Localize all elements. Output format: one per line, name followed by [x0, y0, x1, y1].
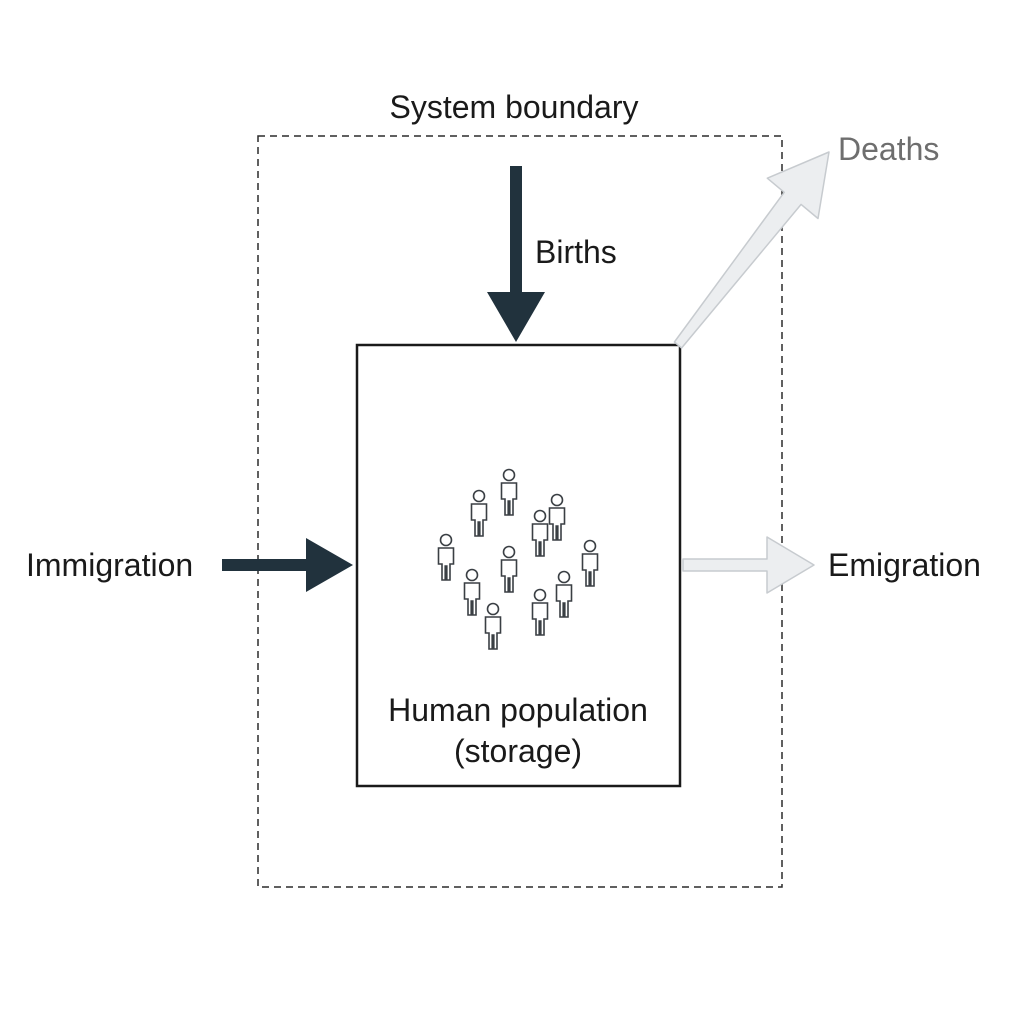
immigration-label: Immigration	[26, 547, 193, 583]
deaths-label: Deaths	[838, 131, 939, 167]
storage-label-line1: Human population	[388, 692, 648, 728]
births-label: Births	[535, 234, 617, 270]
deaths-arrow	[673, 151, 830, 349]
emigration-label: Emigration	[828, 547, 981, 583]
system-boundary-label: System boundary	[389, 89, 638, 125]
births-arrow	[487, 166, 545, 342]
population-storage-box	[355, 343, 682, 788]
immigration-arrow	[222, 538, 353, 592]
storage-label-line2: (storage)	[454, 733, 582, 769]
emigration-arrow	[682, 536, 815, 594]
system-boundary	[257, 135, 783, 888]
